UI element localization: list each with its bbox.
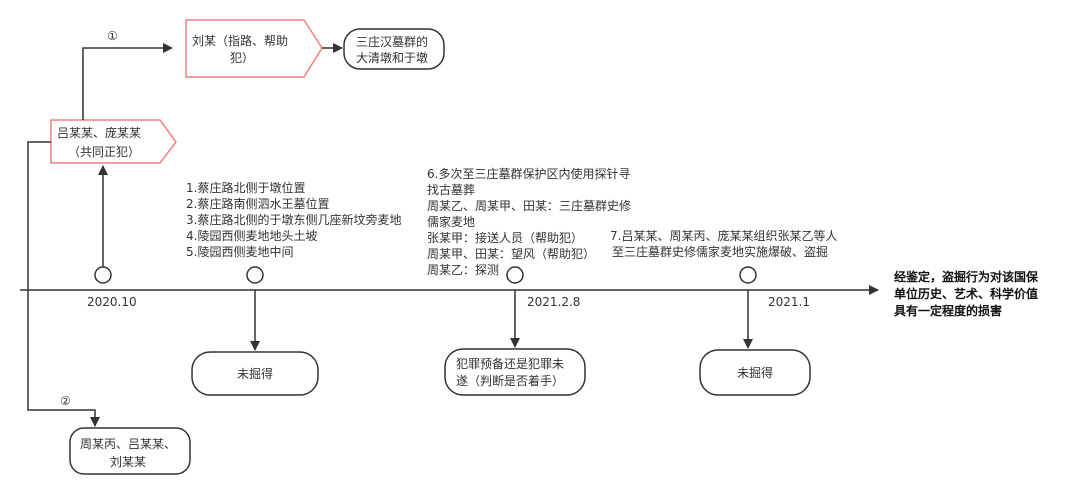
location-item: 2.蔡庄路南侧泗水王墓位置 <box>186 196 329 211</box>
outcome-stage-label: 犯罪预备还是犯罪未 <box>456 357 564 371</box>
outcome-stage-box <box>444 348 586 396</box>
event-6-line: 儒家麦地 <box>427 214 475 229</box>
target-box <box>343 28 445 70</box>
zhou-group-label: 周某丙、吕某某、 <box>80 437 176 451</box>
outcome-stage-label-2: 遂（判断是否着手） <box>456 373 564 388</box>
principals-role: （共同正犯） <box>68 145 140 159</box>
conclusion-line: 经鉴定，盗掘行为对该国保 <box>894 269 1039 284</box>
event-7-line: 7.吕某某、周某丙、庞某某组织张某乙等人 <box>610 228 837 243</box>
event-6-line: 周某甲、田某：望风（帮助犯） <box>427 247 595 261</box>
milestone-4-node <box>739 266 757 284</box>
branch-2-connector <box>27 141 100 427</box>
location-item: 4.陵园西侧麦地地头土坡 <box>186 229 317 243</box>
outcome-not-dug-2 <box>699 349 811 396</box>
event-6-text: 6.多次至三庄墓群保护区内使用探针寻 找古墓葬 周某乙、周某甲、田某：三庄墓群史… <box>427 166 631 277</box>
branch-2-marker: ② <box>60 394 71 408</box>
location-item: 5.陵园西侧麦地中间 <box>186 244 293 259</box>
target-label: 三庄汉墓群的 <box>356 34 428 49</box>
principals-label: 吕某某、庞某某 <box>57 125 141 140</box>
liu-label-2: 犯） <box>230 51 254 65</box>
zhou-group-box <box>69 427 191 475</box>
zhou-group-label-2: 刘某某 <box>110 455 146 469</box>
event-6-line: 找古墓葬 <box>427 182 475 197</box>
milestone-1-node <box>94 266 112 284</box>
event-6-line: 张某甲：接送人员（帮助犯） <box>427 230 583 245</box>
principals-box <box>50 119 177 164</box>
locations-list: 1.蔡庄路北侧于墩位置 2.蔡庄路南侧泗水王墓位置 3.蔡庄路北侧的于墩东侧几座… <box>186 180 401 259</box>
branch-1-connector <box>82 43 173 120</box>
branch-1-marker: ① <box>107 29 118 43</box>
date-2020-10: 2020.10 <box>87 295 137 309</box>
target-label-2: 大清墩和于墩 <box>356 51 428 65</box>
milestone-2-node <box>246 266 264 284</box>
outcome-not-dug-2-label: 未掘得 <box>737 365 773 380</box>
event-7-line: 至三庄墓群史修儒家麦地实施爆破、盗掘 <box>612 244 828 259</box>
date-2021-1: 2021.1 <box>768 295 810 309</box>
liu-label: 刘某（指路、帮助 <box>192 33 288 48</box>
location-item: 1.蔡庄路北侧于墩位置 <box>186 180 305 195</box>
location-item: 3.蔡庄路北侧的于墩东侧几座新坟旁麦地 <box>186 212 401 227</box>
outcome-not-dug-1 <box>191 351 319 396</box>
conclusion-line: 单位历史、艺术、科学价值 <box>894 286 1038 301</box>
milestone-3-node <box>506 266 524 284</box>
event-6-line: 周某乙、周某甲、田某：三庄墓群史修 <box>427 198 631 213</box>
event-6-line: 周某乙：探测 <box>427 263 499 277</box>
event-6-line: 6.多次至三庄墓群保护区内使用探针寻 <box>427 166 630 181</box>
conclusion-line: 具有一定程度的损害 <box>894 303 1002 318</box>
liu-box <box>185 19 323 78</box>
date-2021-2-8: 2021.2.8 <box>527 295 580 309</box>
outcome-not-dug-1-label: 未掘得 <box>237 366 273 381</box>
